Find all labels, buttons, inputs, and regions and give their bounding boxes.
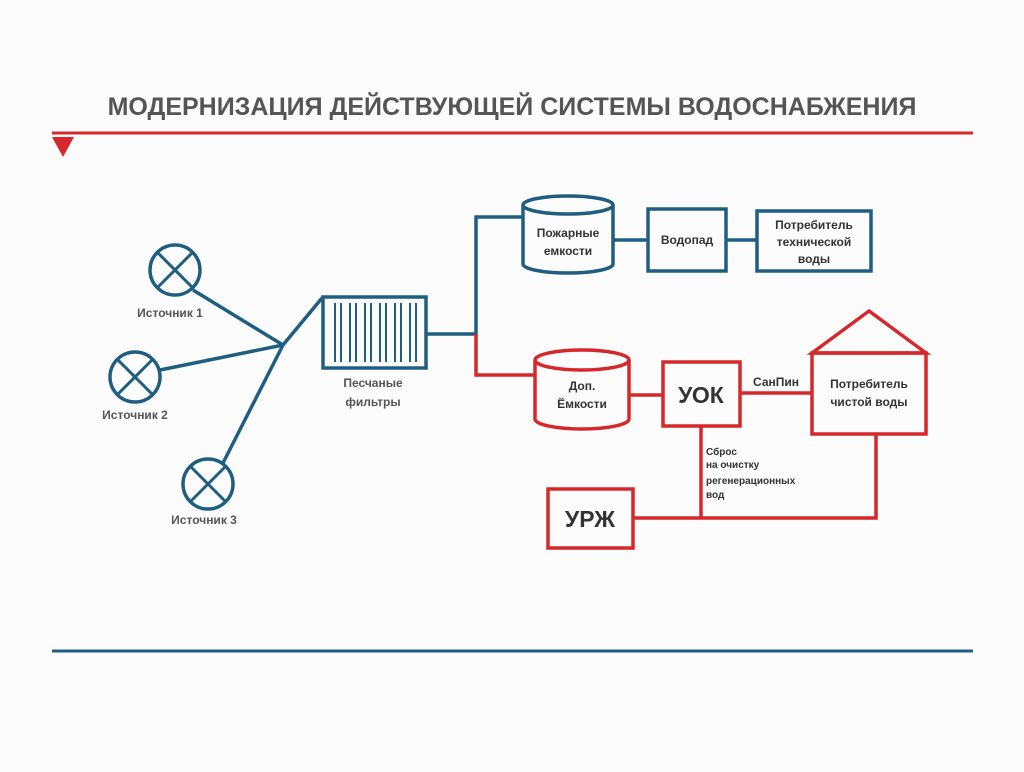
pipe-source2	[159, 343, 284, 372]
uok-label: УОК	[678, 382, 725, 408]
discharge-text: Сброс	[706, 446, 737, 458]
red-pipes	[474, 334, 878, 520]
cylinder-icon	[521, 205, 615, 275]
pipe-to-filter	[281, 296, 324, 347]
title-marker-triangle	[52, 137, 74, 157]
waterfall-label: Водопад	[661, 233, 714, 247]
waterfall-box: Водопад	[646, 207, 728, 273]
extra-tanks-label: Ёмкости	[557, 396, 607, 411]
pipe-to-extra-tanks	[474, 334, 535, 377]
page-title: МОДЕРНИЗАЦИЯ ДЕЙСТВУЮЩЕЙ СИСТЕМЫ ВОДОСНА…	[108, 91, 917, 121]
urzh-rect	[546, 487, 635, 550]
filter-label: фильтры	[345, 395, 400, 409]
uok-rect	[661, 360, 742, 428]
tech-consumer-label: Потребитель	[775, 218, 853, 232]
pipe-filter-to-fire-tanks	[426, 215, 523, 336]
cylinder-top	[521, 194, 615, 216]
fire-tanks: Пожарные емкости	[521, 194, 615, 275]
pipe-clean-consumer-to-urzh	[633, 434, 878, 520]
tech-consumer-label: технической	[777, 235, 851, 249]
cylinder-top	[533, 348, 631, 372]
discharge-note: Сброс на очистку регенерационных вод	[706, 446, 796, 501]
valve-cross	[188, 464, 228, 504]
tech-consumer-label: воды	[798, 252, 830, 266]
cylinder-icon	[533, 360, 631, 431]
fire-tanks-label: Пожарные	[537, 226, 600, 240]
clean-consumer-house: Потребитель чистой воды	[806, 308, 932, 436]
source-2: Источник 2	[102, 350, 168, 422]
waterfall-rect	[646, 207, 728, 273]
filter-body	[321, 295, 428, 370]
valve-icon	[108, 350, 162, 404]
fire-tanks-label: емкости	[544, 244, 592, 258]
discharge-text: вод	[706, 490, 725, 501]
blue-pipes	[159, 215, 757, 464]
house-body	[810, 351, 928, 436]
tech-consumer-rect	[755, 209, 873, 273]
extra-tanks: Доп. Ёмкости	[533, 348, 631, 431]
valve-icon	[148, 243, 202, 297]
sanpin-label: СанПин	[753, 375, 799, 389]
pipe-source1	[192, 288, 284, 347]
uok-box: УОК	[661, 360, 742, 428]
filter-cartridges-icon	[334, 303, 417, 362]
house-roof-icon	[806, 308, 932, 355]
urzh-label: УРЖ	[565, 506, 615, 532]
valve-icon	[181, 457, 235, 511]
source-3: Источник 3	[171, 457, 237, 527]
clean-consumer-label: Потребитель	[830, 377, 908, 391]
source-label: Источник 3	[171, 513, 237, 527]
valve-cross	[155, 250, 195, 290]
discharge-text: регенерационных	[706, 476, 796, 487]
source-label: Источник 2	[102, 408, 168, 422]
urzh-box: УРЖ	[546, 487, 635, 550]
valve-cross	[115, 357, 155, 397]
filter-label: Песчаные	[343, 376, 403, 390]
sand-filters: Песчаные фильтры	[321, 295, 428, 409]
source-label: Источник 1	[137, 306, 203, 320]
extra-tanks-label: Доп.	[569, 379, 596, 393]
tech-consumer-box: Потребитель технической воды	[755, 209, 873, 273]
clean-consumer-label: чистой воды	[830, 395, 907, 409]
pipe-source3	[221, 344, 285, 464]
discharge-text: на очистку	[706, 460, 760, 471]
source-1: Источник 1	[137, 243, 203, 320]
